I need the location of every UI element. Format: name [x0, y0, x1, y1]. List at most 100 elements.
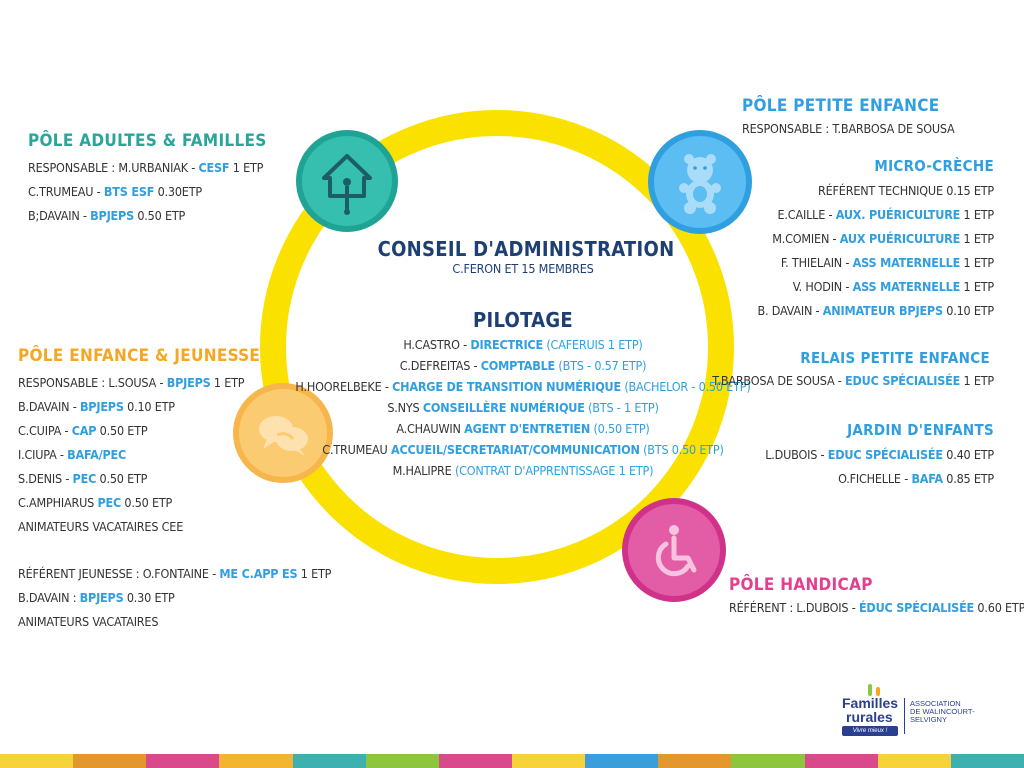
contract-text: (CONTRAT D'APPRENTISSAGE 1 ETP) [454, 463, 654, 478]
person-text: C.AMPHIARUS [18, 495, 98, 510]
person-text: B.DAVAIN : [18, 590, 80, 605]
role-text: BPJEPS [90, 208, 134, 223]
person-text: ANIMATEURS VACATAIRES [18, 614, 159, 629]
person-text: M.COMIEN - [772, 231, 840, 246]
contract-text: (BTS 0.50 ETP) [639, 442, 724, 457]
person-text: V. HODIN - [792, 279, 853, 294]
logo-word2: rurales [846, 709, 893, 725]
role-text: ASS MATERNELLE [852, 279, 961, 294]
etp-text: 0.10 ETP [942, 303, 994, 318]
relais-line: T.BARBOSA DE SOUSA - EDUC SPÉCIALISÉE 1 … [712, 372, 994, 390]
etp-text: 1 ETP [210, 375, 245, 390]
etp-text: 1 ETP [297, 566, 332, 581]
role-text: AUX PUÉRICULTURE [839, 231, 961, 246]
relais-list: T.BARBOSA DE SOUSA - EDUC SPÉCIALISÉE 1 … [712, 372, 994, 390]
person-text: S.NYS [387, 400, 423, 415]
logo-tagline: Vivre mieux ! [842, 726, 898, 736]
role-text: ÉDUC SPÉCIALISÉE [858, 600, 975, 615]
handicap-title: PÔLE HANDICAP [729, 575, 873, 595]
etp-text: 0.50 ETP [96, 423, 148, 438]
role-text: PEC [72, 471, 97, 486]
etp-text: 0.10 ETP [123, 399, 175, 414]
micro-creche-title: MICRO-CRÈCHE [874, 157, 994, 175]
adultes-line: C.TRUMEAU - BTS ESF 0.30ETP [28, 180, 263, 204]
pilotage-line: M.HALIPRE (CONTRAT D'APPRENTISSAGE 1 ETP… [260, 460, 786, 481]
pilotage-list: H.CASTRO - DIRECTRICE (CAFERUIS 1 ETP)C.… [260, 334, 786, 481]
person-text: M.HALIPRE [392, 463, 455, 478]
role-text: ME C.APP ES [219, 566, 298, 581]
relais-title: RELAIS PETITE ENFANCE [800, 349, 990, 367]
handicap-line: RÉFÉRENT : L.DUBOIS - ÉDUC SPÉCIALISÉE 0… [729, 599, 1024, 617]
etp-text: 0.30 ETP [123, 590, 175, 605]
ej2-line: ANIMATEURS VACATAIRES [18, 610, 331, 634]
person-text: RESPONSABLE : M.URBANIAK - [28, 160, 199, 175]
person-text: C.DEFREITAS - [399, 358, 481, 373]
role-text: BAFA [911, 471, 943, 486]
jardin-line: L.DUBOIS - EDUC SPÉCIALISÉE 0.40 ETP [765, 443, 994, 467]
etp-text: 0.50 ETP [121, 495, 173, 510]
logo-assoc3: SELVIGNY [910, 715, 947, 724]
role-text: AGENT D'ENTRETIEN [464, 421, 591, 436]
role-text: EDUC SPÉCIALISÉE [845, 373, 961, 388]
pilotage-line: H.CASTRO - DIRECTRICE (CAFERUIS 1 ETP) [260, 334, 786, 355]
person-text: H.CASTRO - [403, 337, 471, 352]
pilotage-title: PILOTAGE [472, 308, 574, 332]
micro-line: RÉFÉRENT TECHNIQUE 0.15 ETP [757, 179, 994, 203]
pilotage-line: S.NYS CONSEILLÈRE NUMÉRIQUE (BTS - 1 ETP… [260, 397, 786, 418]
etp-text: 1 ETP [229, 160, 264, 175]
role-text: BAFA/PEC [67, 447, 127, 462]
pilotage-line: C.TRUMEAU ACCUEIL/SECRETARIAT/COMMUNICAT… [260, 439, 786, 460]
etp-text: 1 ETP [960, 373, 995, 388]
etp-text: 0.50 ETP [133, 208, 186, 223]
jardin-line: O.FICHELLE - BAFA 0.85 ETP [765, 467, 994, 491]
etp-text: 0.40 ETP [942, 447, 994, 462]
etp-text: 0.30ETP [154, 184, 203, 199]
person-text: C.CUIPA - [18, 423, 72, 438]
person-text: RÉFÉRENT JEUNESSE : O.FONTAINE - [18, 566, 220, 581]
person-text: S.DENIS - [18, 471, 73, 486]
role-text: CHARGE DE TRANSITION NUMÉRIQUE [392, 379, 621, 394]
person-text: F. THIELAIN - [780, 255, 853, 270]
role-text: BPJEPS [79, 399, 124, 414]
person-text: RESPONSABLE : L.SOUSA - [18, 375, 167, 390]
role-text: CAP [71, 423, 97, 438]
adultes-line: RESPONSABLE : M.URBANIAK - CESF 1 ETP [28, 156, 263, 180]
etp-text: 0.85 ETP [942, 471, 994, 486]
pilotage-line: C.DEFREITAS - COMPTABLE (BTS - 0.57 ETP) [260, 355, 786, 376]
ej1-line: C.AMPHIARUS PEC 0.50 ETP [18, 491, 244, 515]
person-text: RÉFÉRENT : L.DUBOIS - [729, 600, 859, 615]
ej1-line: ANIMATEURS VACATAIRES CEE [18, 515, 244, 539]
micro-creche-list: RÉFÉRENT TECHNIQUE 0.15 ETP E.CAILLE - AU… [757, 179, 994, 323]
logo-assoc2: DE WALINCOURT- [910, 707, 975, 716]
role-text: COMPTABLE [480, 358, 556, 373]
adultes-title: PÔLE ADULTES & FAMILLES [28, 131, 267, 151]
person-text: RÉFÉRENT TECHNIQUE 0.15 ETP [818, 183, 994, 198]
enfance-jeunesse-title: PÔLE ENFANCE & JEUNESSE [18, 346, 261, 366]
person-text: E.CAILLE - [777, 207, 836, 222]
person-text: H.HOORELBEKE - [295, 379, 393, 394]
handicap-list: RÉFÉRENT : L.DUBOIS - ÉDUC SPÉCIALISÉE 0… [729, 599, 1024, 617]
micro-line: E.CAILLE - AUX. PUÉRICULTURE 1 ETP [757, 203, 995, 227]
role-text: AUX. PUÉRICULTURE [835, 207, 961, 222]
person-text: I.CIUPA - [18, 447, 68, 462]
role-text: BPJEPS [166, 375, 211, 390]
ej1-line: I.CIUPA - BAFA/PEC [18, 443, 244, 467]
speech-bubbles-icon [259, 416, 308, 456]
birdhouse-icon [322, 154, 372, 215]
person-text: L.DUBOIS - [765, 447, 828, 462]
role-text: BTS ESF [103, 184, 155, 199]
adultes-circle [296, 130, 398, 232]
pilotage-line: A.CHAUWIN AGENT D'ENTRETIEN (0.50 ETP) [260, 418, 786, 439]
person-text: T.BARBOSA DE SOUSA - [712, 373, 846, 388]
contract-text: (CAFERUIS 1 ETP) [542, 337, 643, 352]
petite-enfance-title: PÔLE PETITE ENFANCE [742, 96, 940, 116]
micro-line: M.COMIEN - AUX PUÉRICULTURE 1 ETP [757, 227, 994, 251]
conseil-subtitle: C.FERON ET 15 MEMBRES [452, 261, 594, 276]
wheelchair-icon [655, 525, 697, 577]
role-text: ANIMATEUR BPJEPS [822, 303, 943, 318]
role-text: DIRECTRICE [470, 337, 543, 352]
conseil-title: CONSEIL D'ADMINISTRATION [377, 237, 675, 261]
